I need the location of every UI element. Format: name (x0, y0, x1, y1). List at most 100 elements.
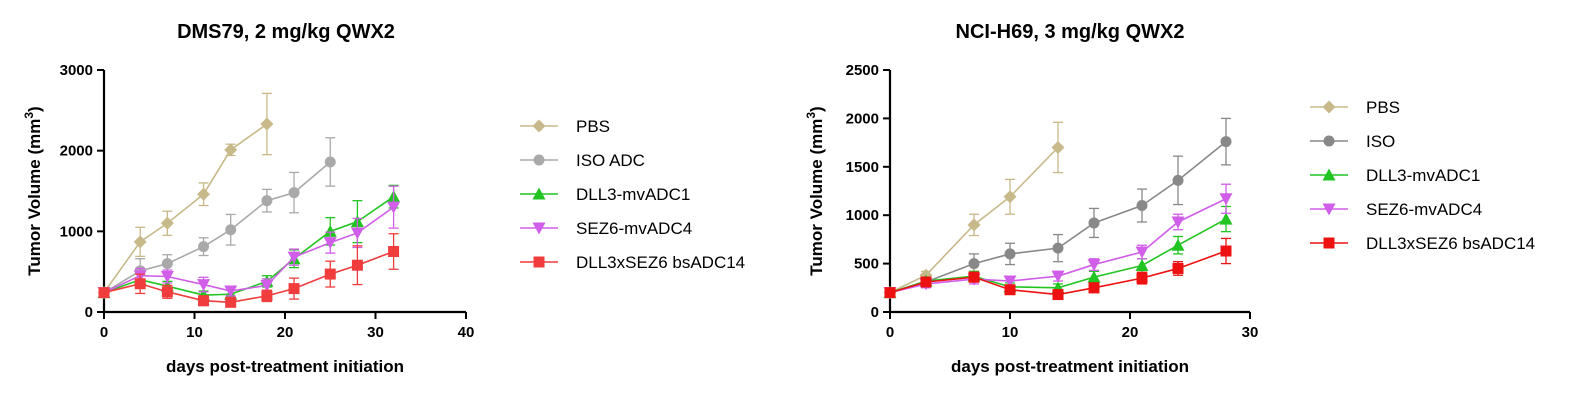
legend-item: SEZ6-mvADC4 (520, 219, 692, 238)
x-tick-label: 40 (458, 324, 475, 341)
data-point (287, 251, 301, 264)
data-point (968, 271, 980, 283)
legend-marker (533, 256, 545, 268)
legend-marker (532, 222, 546, 235)
data-point (224, 285, 238, 298)
legend-marker (1322, 168, 1336, 181)
legend-marker (1322, 203, 1336, 216)
data-point (323, 237, 337, 250)
data-point (160, 271, 174, 284)
legend-marker (533, 154, 545, 166)
y-tick-label: 1000 (846, 207, 879, 224)
legend-item: DLL3xSEZ6 bsADC14 (520, 253, 745, 272)
series-line (103, 206, 395, 294)
data-point (1219, 212, 1233, 225)
legend-marker (1322, 100, 1336, 114)
data-point (160, 216, 174, 230)
data-point (1088, 217, 1100, 229)
series-pbs (97, 92, 274, 300)
y-tick-label: 2500 (846, 62, 879, 79)
data-point (1051, 140, 1065, 154)
data-point (197, 279, 211, 292)
data-point (884, 287, 896, 299)
data-point (1003, 275, 1017, 288)
legend-marker (1323, 135, 1335, 147)
y-tick-label: 2000 (846, 110, 879, 127)
legend-item: ISO (1310, 132, 1395, 151)
data-point (1051, 270, 1065, 283)
legend-label: DLL3xSEZ6 bsADC14 (1366, 234, 1535, 253)
data-point (387, 201, 401, 214)
y-tick-label: 2000 (60, 143, 93, 160)
data-point (1003, 190, 1017, 204)
data-point (261, 195, 273, 207)
y-axis-label-main: Tumor Volume (mm (25, 119, 44, 276)
data-point (1136, 272, 1148, 284)
y-axis-label-close: ) (807, 106, 826, 112)
data-point (198, 241, 210, 253)
y-tick-label: 0 (871, 304, 879, 321)
data-point (225, 224, 237, 236)
series-dll3xsez6-bsadc14 (884, 237, 1232, 301)
y-tick-label: 1500 (846, 159, 879, 176)
y-tick-label: 3000 (60, 62, 93, 79)
x-tick-label: 20 (277, 324, 294, 341)
data-point (1135, 259, 1149, 272)
legend-label: DLL3-mvADC1 (576, 185, 690, 204)
series-line (103, 250, 394, 304)
data-point (197, 187, 211, 201)
y-axis-label-main: Tumor Volume (mm (807, 119, 826, 276)
data-point (1220, 245, 1232, 257)
data-point (1004, 284, 1016, 296)
y-axis-label-sup: 3 (804, 112, 818, 119)
data-point (1171, 216, 1185, 229)
legend-item: DLL3-mvADC1 (520, 185, 690, 204)
data-point (1219, 193, 1233, 206)
y-tick-label: 500 (854, 256, 879, 273)
legend-item: DLL3xSEZ6 bsADC14 (1310, 234, 1535, 253)
legend-marker (532, 187, 546, 200)
y-axis-label-sup: 3 (22, 112, 36, 119)
data-point (351, 259, 363, 271)
data-point (1052, 289, 1064, 301)
y-axis-label: Tumor Volume (mm3) (804, 106, 826, 275)
data-point (98, 287, 110, 299)
legend-marker (1323, 237, 1335, 249)
y-tick-label: 1000 (60, 223, 93, 240)
series-line (103, 195, 395, 296)
data-point (1171, 238, 1185, 251)
data-point (324, 268, 336, 280)
legend-item: PBS (520, 117, 610, 136)
legend-item: DLL3-mvADC1 (1310, 166, 1480, 185)
data-point (1172, 262, 1184, 274)
y-tick-label: 0 (85, 304, 93, 321)
legend-label: PBS (576, 117, 610, 136)
data-point (1087, 270, 1101, 283)
legend-marker (532, 119, 546, 133)
x-tick-label: 0 (886, 324, 894, 341)
x-tick-label: 30 (367, 324, 384, 341)
legend-item: PBS (1310, 98, 1400, 117)
data-point (1220, 136, 1232, 148)
data-point (920, 276, 932, 288)
data-point (225, 296, 237, 308)
data-point (1172, 174, 1184, 186)
data-point (1135, 246, 1149, 259)
data-point (324, 156, 336, 168)
data-point (224, 143, 238, 157)
data-point (967, 218, 981, 232)
series-sez6-mvadc4 (97, 185, 401, 300)
data-point (288, 187, 300, 199)
data-point (1087, 259, 1101, 272)
x-tick-label: 20 (1122, 324, 1139, 341)
x-axis-label: days post-treatment initiation (951, 357, 1189, 376)
data-point (1088, 282, 1100, 294)
data-point (161, 286, 173, 298)
data-point (133, 235, 147, 249)
data-point (968, 258, 980, 270)
legend-label: PBS (1366, 98, 1400, 117)
chart-title: DMS79, 2 mg/kg QWX2 (177, 21, 395, 43)
